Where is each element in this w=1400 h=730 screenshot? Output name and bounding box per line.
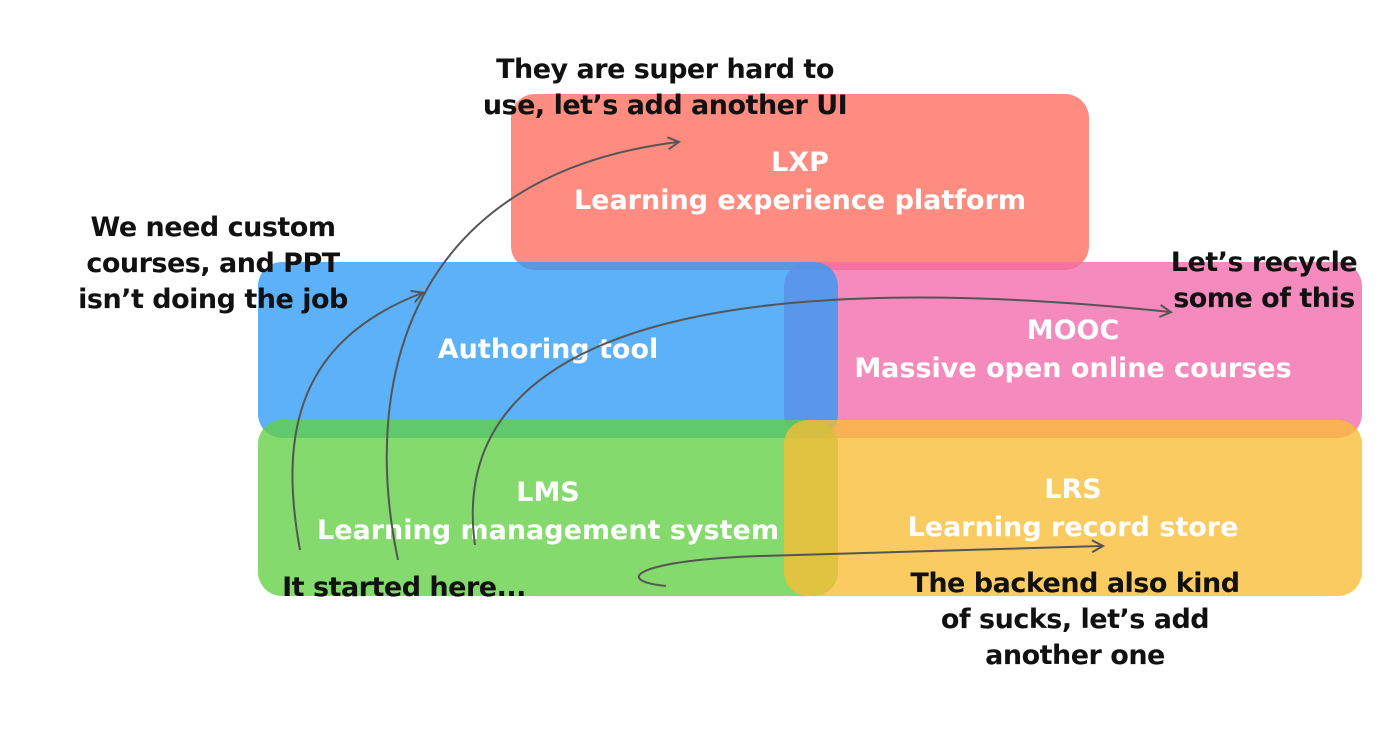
note-started-here: It started here... xyxy=(268,570,540,606)
note-backend-line2: of sucks, let’s add xyxy=(940,604,1210,635)
note-backend: The backend also kind of sucks, let’s ad… xyxy=(880,566,1270,674)
authoring-tool-label: Authoring tool xyxy=(258,331,838,369)
note-recycle-line1: Let’s recycle xyxy=(1170,247,1358,278)
note-started-here-line1: It started here... xyxy=(282,572,526,603)
arrow-to-backend xyxy=(637,546,1102,587)
lrs-subtitle: Learning record store xyxy=(907,512,1239,543)
note-recycle-line2: some of this xyxy=(1173,283,1355,314)
authoring-tool-box xyxy=(258,262,838,438)
note-backend-line1: The backend also kind xyxy=(910,568,1240,599)
note-custom-courses-line3: isn’t doing the job xyxy=(78,284,348,315)
lrs-label: LRS Learning record store xyxy=(784,471,1362,547)
arrow-to-recycle xyxy=(471,296,1170,546)
lxp-label: LXP Learning experience platform xyxy=(511,144,1089,220)
lxp-title: LXP xyxy=(771,147,829,178)
lms-title: LMS xyxy=(516,477,580,508)
mooc-title: MOOC xyxy=(1026,315,1120,346)
mooc-box xyxy=(784,262,1362,438)
note-custom-courses: We need custom courses, and PPT isn’t do… xyxy=(68,210,358,318)
arrow-to-custom-courses xyxy=(291,293,422,551)
lxp-box xyxy=(511,94,1089,270)
lrs-title: LRS xyxy=(1044,474,1102,505)
note-recycle: Let’s recycle some of this xyxy=(1168,245,1360,317)
mooc-label: MOOC Massive open online courses xyxy=(784,312,1362,388)
note-another-ui: They are super hard to use, let’s add an… xyxy=(460,52,870,124)
authoring-tool-title: Authoring tool xyxy=(437,334,659,365)
lrs-box xyxy=(784,420,1362,596)
note-custom-courses-line1: We need custom xyxy=(90,212,337,243)
arrow-to-another-ui xyxy=(385,142,678,561)
note-backend-line3: another one xyxy=(985,640,1165,671)
note-another-ui-line1: They are super hard to xyxy=(496,54,834,85)
lms-box xyxy=(258,420,838,596)
note-another-ui-line2: use, let’s add another UI xyxy=(482,90,848,121)
note-custom-courses-line2: courses, and PPT xyxy=(86,248,340,279)
lxp-subtitle: Learning experience platform xyxy=(573,185,1027,216)
mooc-subtitle: Massive open online courses xyxy=(854,353,1292,384)
